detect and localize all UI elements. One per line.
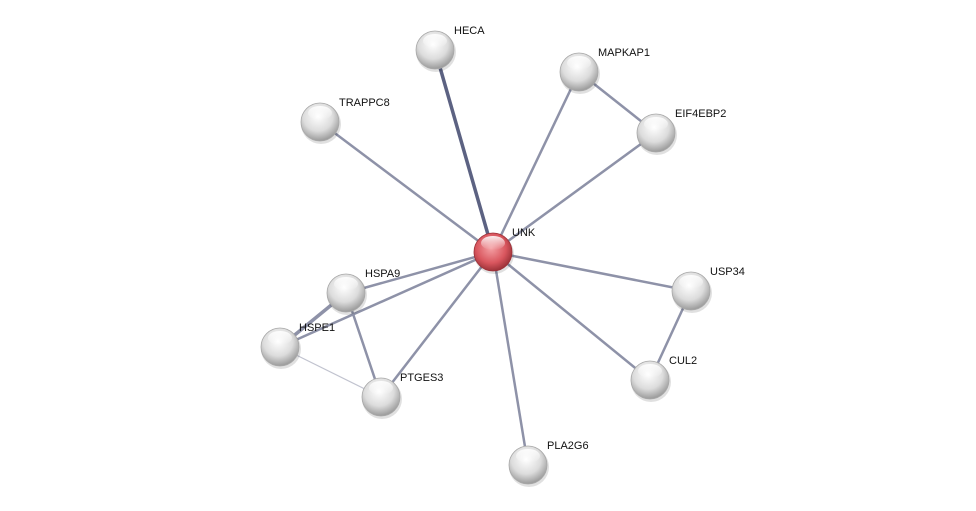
node-highlight (423, 34, 447, 48)
edge-unk-ptges3[interactable] (380, 251, 494, 398)
edge-unk-mapkap1[interactable] (491, 71, 581, 253)
edge-unk-hspe1[interactable] (279, 250, 494, 349)
node-label: TRAPPC8 (339, 97, 390, 109)
node-label: CUL2 (669, 355, 697, 367)
node-highlight (638, 364, 662, 378)
edge-unk-pla2g6[interactable] (491, 251, 530, 466)
node-pla2g6[interactable]: PLA2G6 (508, 440, 589, 487)
node-highlight (679, 275, 703, 289)
node-label: EIF4EBP2 (675, 108, 726, 120)
node-hspe1[interactable]: HSPE1 (260, 322, 335, 369)
edge-unk-heca[interactable] (433, 49, 495, 253)
node-label: MAPKAP1 (598, 47, 650, 59)
node-label: USP34 (710, 266, 745, 278)
edge-unk-trappc8[interactable] (319, 121, 494, 253)
node-highlight (567, 56, 591, 70)
node-cul2[interactable]: CUL2 (630, 355, 697, 402)
edge-unk-usp34[interactable] (492, 250, 692, 293)
node-label: UNK (512, 227, 536, 239)
node-highlight (334, 277, 358, 291)
node-heca[interactable]: HECA (415, 25, 485, 72)
node-label: HSPA9 (365, 268, 400, 280)
node-unk[interactable]: UNK (473, 227, 536, 274)
node-highlight (369, 381, 393, 395)
node-usp34[interactable]: USP34 (671, 266, 745, 313)
node-label: PTGES3 (400, 372, 443, 384)
node-highlight (516, 449, 540, 463)
node-hspa9[interactable]: HSPA9 (326, 268, 400, 315)
node-highlight (308, 106, 332, 120)
node-ptges3[interactable]: PTGES3 (361, 372, 443, 419)
node-eif4ebp2[interactable]: EIF4EBP2 (636, 108, 726, 155)
node-mapkap1[interactable]: MAPKAP1 (559, 47, 650, 94)
node-highlight (268, 331, 292, 345)
node-highlight (644, 117, 668, 131)
node-label: PLA2G6 (547, 440, 589, 452)
edge-unk-cul2[interactable] (492, 251, 651, 381)
node-label: HSPE1 (299, 322, 335, 334)
node-trappc8[interactable]: TRAPPC8 (300, 97, 390, 144)
edge-unk-eif4ebp2[interactable] (492, 131, 657, 254)
edge-unk-hspa9[interactable] (345, 250, 494, 295)
node-highlight (481, 236, 505, 250)
node-label: HECA (454, 25, 485, 37)
